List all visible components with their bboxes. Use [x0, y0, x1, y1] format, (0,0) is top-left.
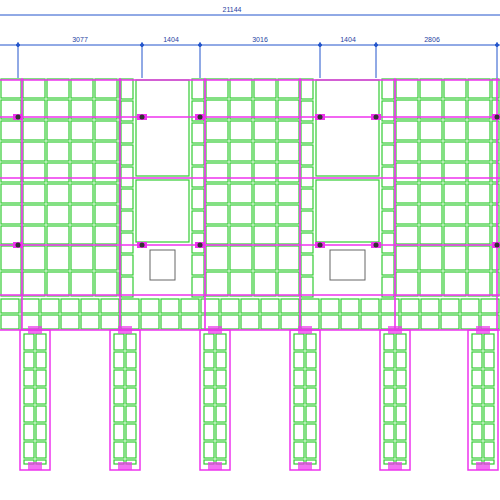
dimension-lines — [0, 15, 500, 78]
span-dimension: 1404 — [162, 36, 180, 44]
panels — [1, 79, 499, 470]
span-dimension: 1404 — [339, 36, 357, 44]
supports — [13, 114, 500, 248]
span-dimension: 3077 — [71, 36, 89, 44]
span-dimension: 3016 — [251, 36, 269, 44]
overall-dimension: 21144 — [222, 6, 243, 14]
span-dimension: 2806 — [423, 36, 441, 44]
beams — [0, 78, 500, 330]
